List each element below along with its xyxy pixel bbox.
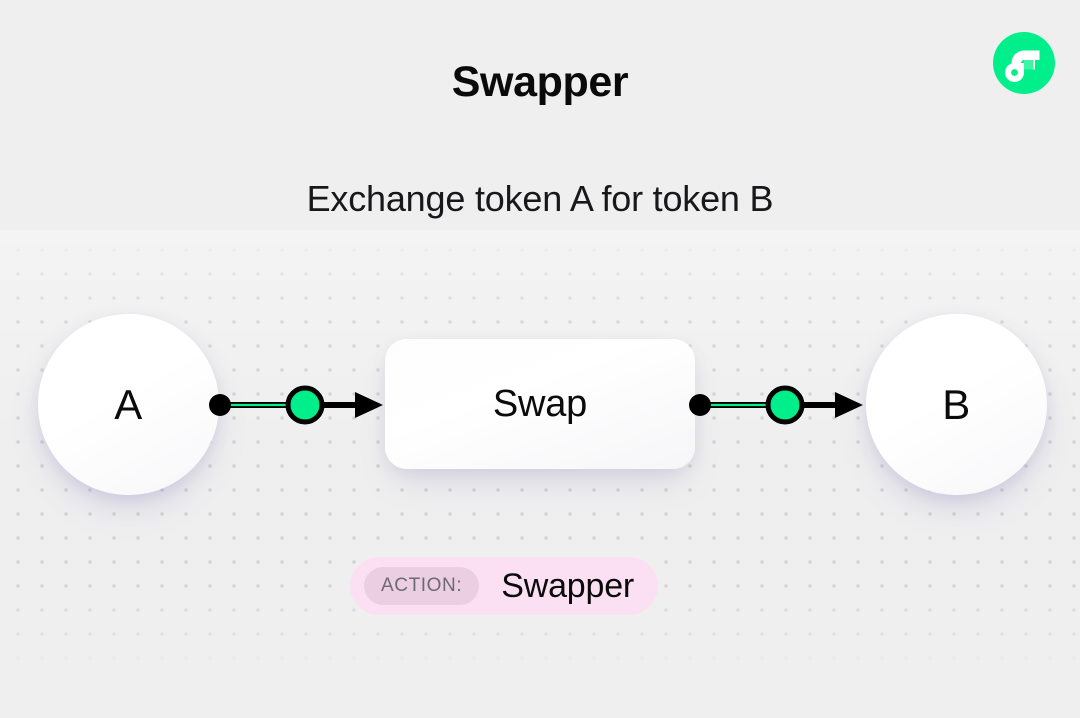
token-a-node[interactable]: A <box>38 314 219 495</box>
connector-swap-to-b <box>685 380 865 430</box>
token-b-label: B <box>942 380 971 428</box>
page-subtitle: Exchange token A for token B <box>306 178 774 219</box>
token-a-label: A <box>114 380 143 428</box>
action-badge: ACTION: Swapper <box>350 557 659 615</box>
flow-logo-icon <box>993 32 1055 94</box>
action-badge-key: ACTION: <box>364 567 480 605</box>
connector-a-to-swap <box>205 380 385 430</box>
swap-process-node[interactable]: Swap <box>385 339 695 469</box>
action-badge-value: Swapper <box>501 566 635 605</box>
swap-process-label: Swap <box>492 382 588 425</box>
token-b-node[interactable]: B <box>866 314 1047 495</box>
page-title: Swapper <box>451 58 629 106</box>
